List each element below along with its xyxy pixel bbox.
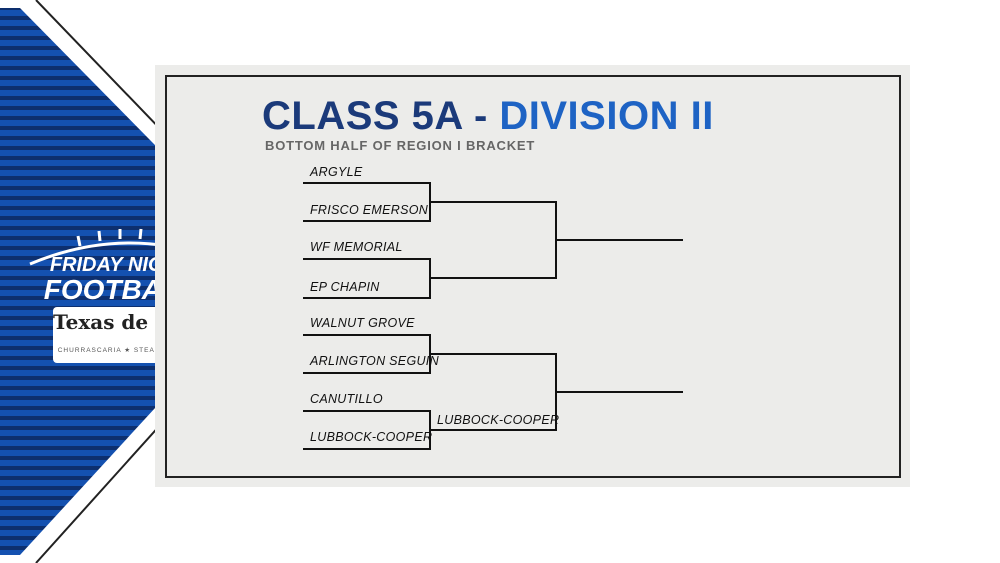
bracket-frame	[165, 75, 901, 478]
title-division: DIVISION II	[499, 94, 714, 138]
team-slot-r1-7: CANUTILLO	[310, 392, 383, 406]
team-slot-r1-3: WF MEMORIAL	[310, 240, 403, 254]
bracket-line	[303, 220, 431, 222]
bracket-line	[555, 391, 683, 393]
bracket-line	[429, 353, 557, 355]
team-slot-r1-6: ARLINGTON SEGUIN	[310, 354, 439, 368]
bracket-line	[303, 258, 431, 260]
team-slot-r1-4: EP CHAPIN	[310, 280, 380, 294]
bracket-line	[555, 239, 683, 241]
team-slot-r1-8: LUBBOCK-COOPER	[310, 430, 433, 444]
team-slot-r1-1: ARGYLE	[310, 165, 363, 179]
team-slot-r2-4: LUBBOCK-COOPER	[437, 413, 560, 427]
team-slot-r1-5: WALNUT GROVE	[310, 316, 415, 330]
title-class: CLASS 5A -	[262, 94, 500, 138]
bracket-line	[429, 277, 557, 279]
sponsor-subtitle: CHURRASCARIA ★ STEAKHOUSE	[57, 347, 189, 354]
page-subtitle: BOTTOM HALF OF REGION I BRACKET	[265, 138, 536, 153]
bracket-line	[303, 334, 431, 336]
bracket-line	[429, 429, 557, 431]
bracket-line	[303, 182, 431, 184]
bracket-panel	[155, 65, 910, 487]
page-title: CLASS 5A - DIVISION II	[262, 92, 714, 140]
bracket-line	[429, 201, 557, 203]
bracket-line	[303, 448, 431, 450]
bracket-line	[303, 297, 431, 299]
team-slot-r1-2: FRISCO EMERSON	[310, 203, 429, 217]
bracket-line	[303, 372, 431, 374]
bracket-line	[303, 410, 431, 412]
